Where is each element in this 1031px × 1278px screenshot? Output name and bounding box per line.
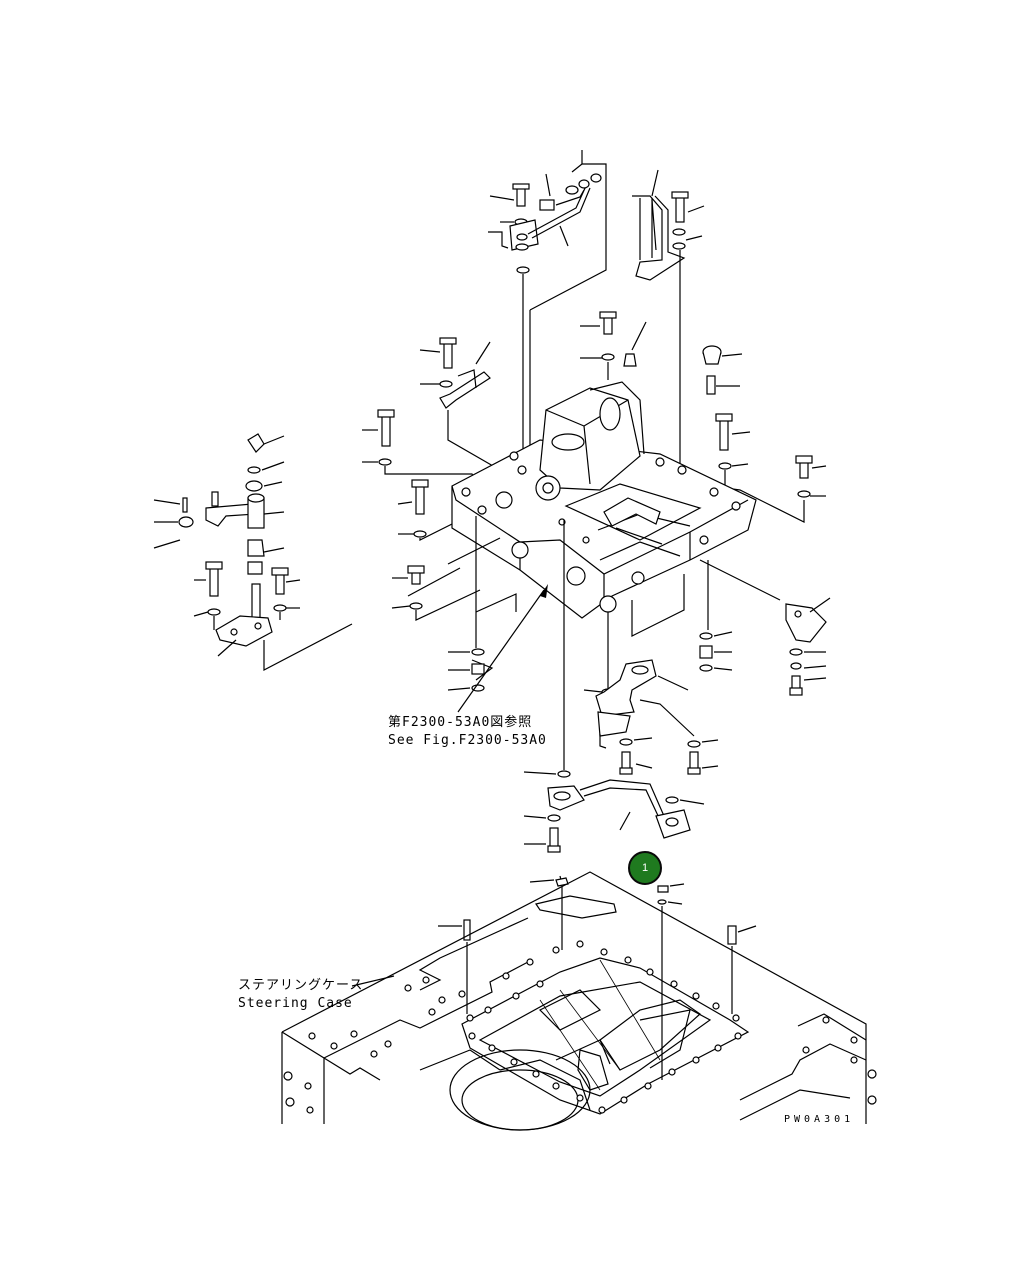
drawing-code: PW0A301	[784, 1114, 855, 1125]
left-lever-assembly	[153, 433, 353, 671]
right-upper-parts	[702, 345, 827, 523]
center-pipe-upper	[595, 659, 719, 775]
steering-case-label-jp: ステアリングケース	[238, 978, 364, 993]
main-valve-body	[451, 381, 757, 619]
callout-part-1[interactable]: 1	[628, 851, 662, 885]
center-pipe-lower	[523, 770, 705, 853]
top-pipe-bracket-assembly	[488, 150, 607, 460]
connection-lines	[407, 537, 501, 597]
reference-note-jp: 第F2300-53A0図参照	[388, 715, 533, 730]
center-bolts	[580, 311, 647, 380]
callout-number: 1	[641, 862, 649, 874]
small-bracket	[419, 337, 501, 471]
steering-case	[281, 871, 877, 1131]
steering-case-label-en: Steering Case	[238, 996, 353, 1011]
right-side-bracket	[699, 559, 831, 696]
lower-orings-springs	[447, 516, 733, 770]
cover-plate	[438, 875, 757, 1080]
reference-note-en: See Fig.F2300-53A0	[388, 733, 547, 748]
